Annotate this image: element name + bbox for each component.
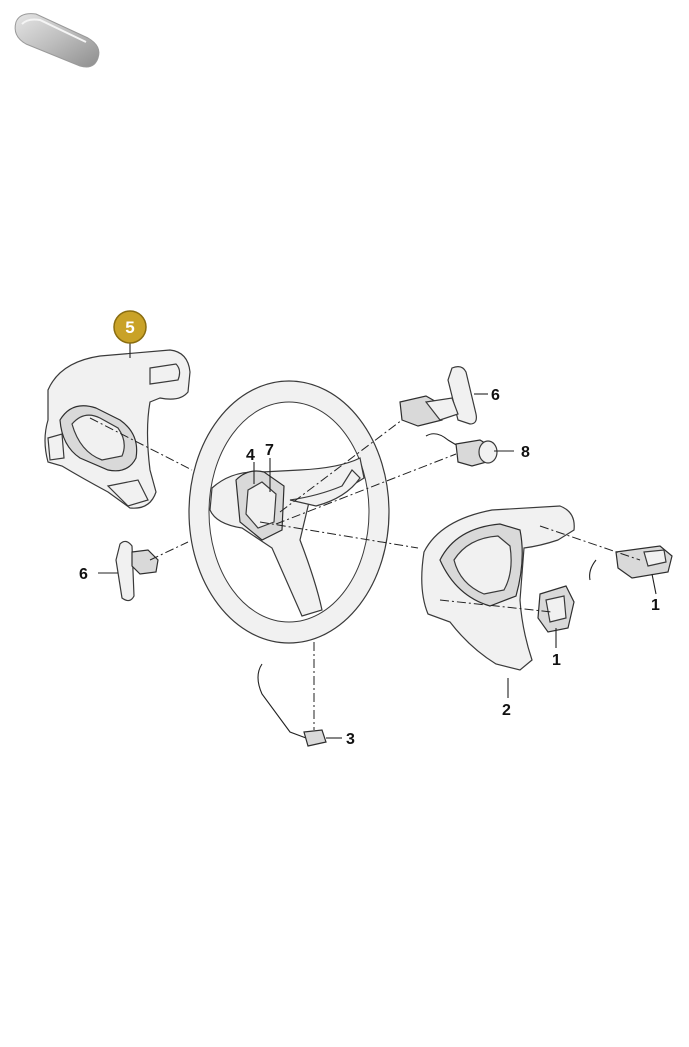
shift-paddle-left-part-6[interactable]: [115, 540, 159, 602]
button-module-center-part-1[interactable]: [537, 585, 575, 633]
callout-6-left[interactable]: 6: [79, 566, 88, 583]
button-module-right-part-1[interactable]: [589, 545, 673, 581]
callout-6-top[interactable]: 6: [491, 387, 500, 404]
part-thumbnail-icon[interactable]: [14, 13, 100, 68]
switch-module-part-8[interactable]: [425, 433, 498, 467]
callout-8[interactable]: 8: [521, 444, 530, 461]
callout-leader-lines: [98, 340, 657, 739]
callout-1-center[interactable]: 1: [552, 652, 561, 669]
assembly-axis-lines: [89, 417, 641, 730]
callout-2[interactable]: 2: [502, 702, 511, 719]
callout-5-label: 5: [125, 318, 134, 337]
callout-5-highlighted[interactable]: 5: [113, 310, 147, 344]
shift-paddle-right-part-6[interactable]: [399, 366, 477, 427]
callout-3[interactable]: 3: [346, 731, 355, 748]
callout-1-right[interactable]: 1: [651, 597, 660, 614]
trim-cover-part-2[interactable]: [421, 505, 575, 671]
steering-wheel[interactable]: [188, 380, 390, 644]
callout-7[interactable]: 7: [265, 442, 274, 459]
callout-4[interactable]: 4: [246, 447, 255, 464]
cable-connector-part-3[interactable]: [257, 663, 327, 747]
trim-cover-part-5[interactable]: [44, 349, 191, 509]
